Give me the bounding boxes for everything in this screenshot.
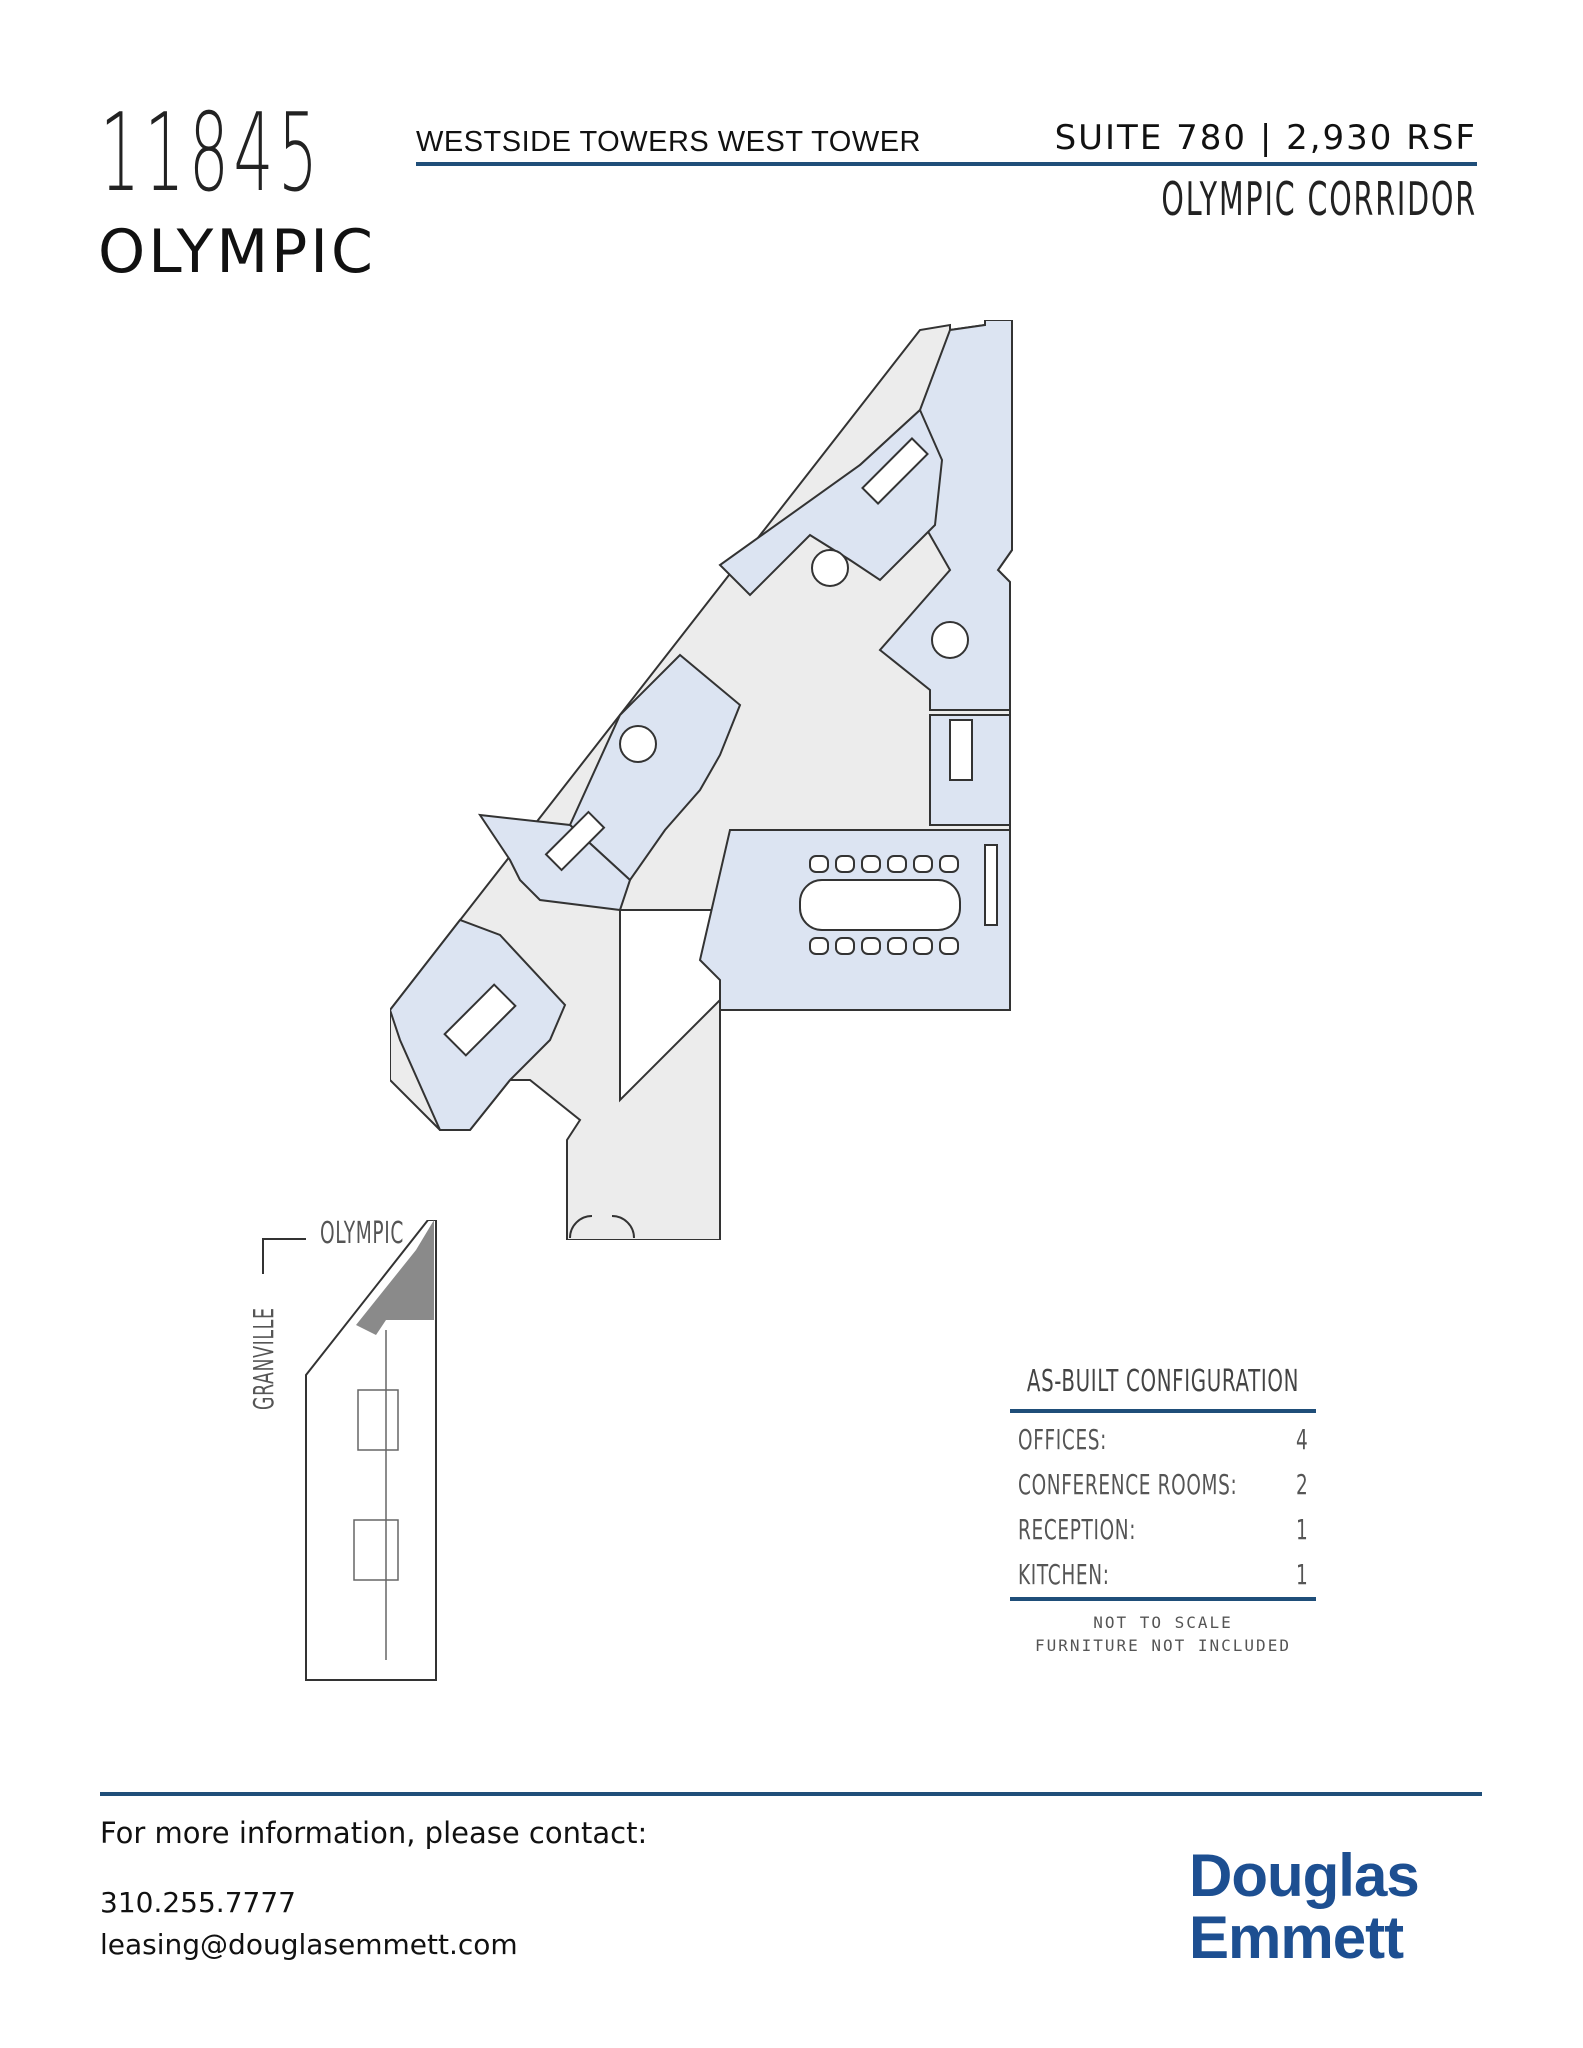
street-label-olympic: OLYMPIC: [320, 1216, 404, 1251]
logo-line2: Emmett: [1189, 1904, 1404, 1964]
floor-plan: [390, 320, 1013, 1240]
config-row-offices: OFFICES: 4: [1010, 1413, 1316, 1458]
corridor-name: OLYMPIC CORRIDOR: [1161, 172, 1477, 226]
footer-rule: [100, 1792, 1482, 1796]
conference-table-large: [799, 879, 961, 931]
desk-upper: [861, 437, 929, 505]
config-value: 1: [1296, 1558, 1308, 1591]
core-lower: [353, 1519, 399, 1581]
desk-office-right: [949, 719, 973, 781]
building-number: 11845: [100, 91, 323, 216]
config-label: RECEPTION:: [1018, 1513, 1137, 1546]
round-table-upper: [931, 621, 969, 659]
street-corner-line-v: [262, 1238, 264, 1274]
tower-name: WESTSIDE TOWERS WEST TOWER: [416, 126, 921, 158]
contact-email[interactable]: leasing@douglasemmett.com: [100, 1928, 518, 1961]
config-note: NOT TO SCALE FURNITURE NOT INCLUDED: [1010, 1611, 1316, 1657]
contact-phone[interactable]: 310.255.7777: [100, 1886, 296, 1919]
config-row-kitchen: KITCHEN: 1: [1010, 1548, 1316, 1593]
config-value: 4: [1296, 1423, 1308, 1456]
office-middle-upper: [718, 408, 944, 597]
config-label: CONFERENCE ROOMS:: [1018, 1468, 1238, 1501]
entry-door-left: [569, 1215, 593, 1239]
config-table: AS-BUILT CONFIGURATION OFFICES: 4 CONFER…: [1010, 1364, 1316, 1657]
street-corner-line-h: [262, 1238, 306, 1240]
config-rule-bottom: [1010, 1597, 1316, 1601]
header-rule: [416, 162, 1477, 166]
note-scale: NOT TO SCALE: [1093, 1613, 1233, 1632]
contact-heading: For more information, please contact:: [100, 1816, 648, 1850]
config-value: 1: [1296, 1513, 1308, 1546]
config-row-reception: RECEPTION: 1: [1010, 1503, 1316, 1548]
note-furniture: FURNITURE NOT INCLUDED: [1035, 1636, 1291, 1655]
conference-chairs-bottom: [809, 937, 959, 955]
entry-door-right: [611, 1215, 635, 1239]
douglas-emmett-logo: Douglas Emmett: [1189, 1844, 1420, 1964]
conference-table-small: [443, 983, 517, 1057]
config-title: AS-BUILT CONFIGURATION: [1026, 1364, 1300, 1399]
config-label: KITCHEN:: [1018, 1558, 1110, 1591]
config-label: OFFICES:: [1018, 1423, 1108, 1456]
suite-highlight: [356, 1220, 434, 1335]
desk-office-left: [544, 810, 606, 872]
round-table-middle: [811, 549, 849, 587]
logo-line1: Douglas: [1189, 1844, 1419, 1909]
building-name: OLYMPIC: [98, 217, 376, 287]
config-row-conference: CONFERENCE ROOMS: 2: [1010, 1458, 1316, 1503]
street-label-granville: GRANVILLE: [247, 1307, 280, 1410]
credenza: [984, 844, 998, 926]
suite-info: SUITE 780 | 2,930 RSF: [1054, 118, 1477, 158]
config-value: 2: [1296, 1468, 1308, 1501]
config-rule-top: [1010, 1409, 1316, 1413]
core-upper: [357, 1389, 399, 1451]
conference-chairs-top: [809, 855, 959, 873]
site-key-plan: [305, 1220, 437, 1681]
round-table-lower: [619, 725, 657, 763]
